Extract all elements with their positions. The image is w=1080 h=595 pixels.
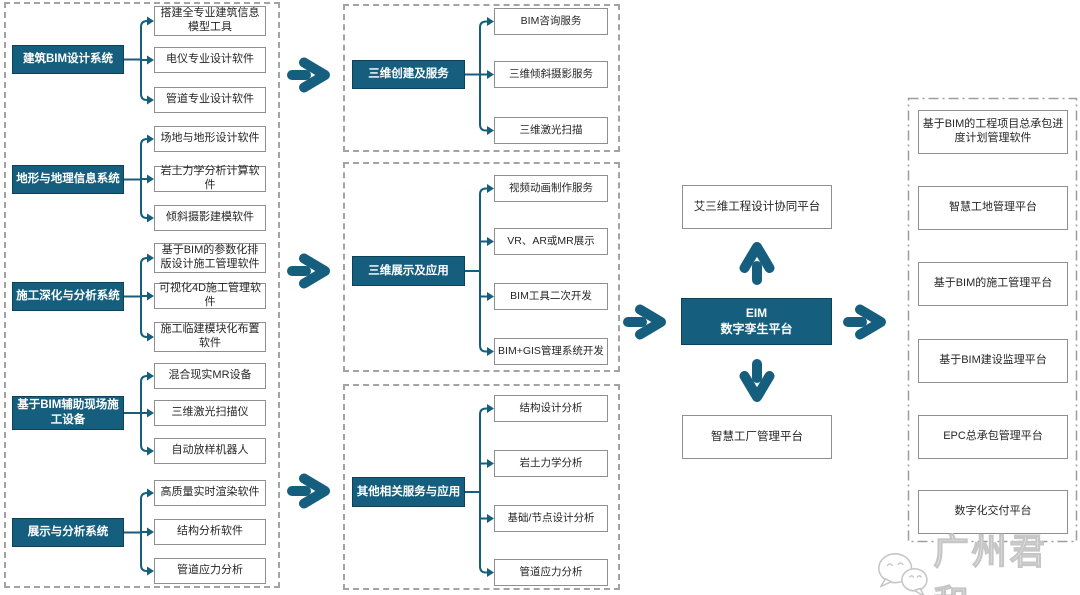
middle-panel-1-border: [343, 4, 620, 152]
left-group-3-item: 可视化4D施工管理软件: [154, 282, 266, 309]
left-group-label-2: 地形与地理信息系统: [12, 165, 124, 194]
eim-title-line2: 数字孪生平台: [720, 321, 793, 336]
eim-digital-twin-platform-box: EIM 数字孪生平台: [681, 298, 832, 345]
left-group-5-item: 管道应力分析: [154, 558, 266, 584]
left-group-5-item: 高质量实时渲染软件: [154, 480, 266, 506]
middle-panel-1-item: 三维激光扫描: [494, 117, 608, 144]
middle-panel-2-label: 三维展示及应用: [352, 256, 465, 286]
left-group-2-item: 岩土力学分析计算软件: [154, 165, 266, 192]
right-platform-item: EPC总承包管理平台: [918, 415, 1068, 459]
middle-panel-1-item: 三维倾斜摄影服务: [494, 61, 608, 88]
flow-arrow-right: [287, 253, 330, 289]
middle-panel-1-item: BIM咨询服务: [494, 8, 608, 35]
flow-arrow-right: [623, 304, 666, 340]
left-group-1-item: 电仪专业设计软件: [154, 47, 266, 73]
left-group-2-item: 倾斜摄影建模软件: [154, 205, 266, 231]
flow-arrow-right: [287, 473, 330, 509]
middle-panel-3-label: 其他相关服务与应用: [352, 477, 465, 507]
middle-panel-3-item: 结构设计分析: [494, 395, 608, 422]
left-group-1-item: 管道专业设计软件: [154, 87, 266, 113]
right-platform-item: 智慧工地管理平台: [918, 186, 1068, 230]
middle-panel-2-item: VR、AR或MR展示: [494, 228, 608, 255]
left-group-4-item: 自动放样机器人: [154, 438, 266, 464]
left-group-4-item: 混合现实MR设备: [154, 363, 266, 389]
left-group-2-item: 场地与地形设计软件: [154, 126, 266, 152]
watermark: 广州君和: [874, 524, 1080, 595]
wechat-icon: [878, 553, 928, 595]
right-platform-item: 基于BIM的施工管理平台: [918, 262, 1068, 306]
middle-panel-1-label: 三维创建及服务: [352, 60, 465, 89]
left-group-5-item: 结构分析软件: [154, 519, 266, 545]
middle-panel-3-border: [343, 384, 620, 590]
platform-box-smart-factory: 智慧工厂管理平台: [682, 415, 832, 459]
middle-panel-2-border: [343, 162, 620, 372]
left-group-label-5: 展示与分析系统: [12, 518, 124, 547]
middle-panel-2-item: BIM工具二次开发: [494, 283, 608, 310]
left-group-label-3: 施工深化与分析系统: [12, 282, 124, 311]
left-group-label-4: 基于BIM辅助现场施工设备: [12, 396, 124, 430]
left-group-3-item: 施工临建模块化布置软件: [154, 322, 266, 352]
middle-panel-2-item: 视频动画制作服务: [494, 175, 608, 202]
flow-arrow-up: [739, 242, 775, 285]
left-group-label-1: 建筑BIM设计系统: [12, 45, 124, 74]
left-group-1-item: 搭建全专业建筑信息模型工具: [154, 6, 266, 36]
flow-arrow-down: [739, 359, 775, 402]
right-panel-border: [907, 97, 1078, 543]
middle-panel-2-item: BIM+GIS管理系统开发: [494, 338, 608, 365]
eim-title-line1: EIM: [745, 305, 768, 320]
right-platform-item: 基于BIM建设监理平台: [918, 339, 1068, 383]
watermark-text: 广州君和: [933, 532, 1048, 595]
platform-box-design-collaboration: 艾三维工程设计协同平台: [682, 185, 832, 229]
left-group-4-item: 三维激光扫描仪: [154, 400, 266, 426]
left-panel-border: [4, 2, 280, 588]
flow-arrow-right: [843, 304, 886, 340]
middle-panel-3-item: 管道应力分析: [494, 559, 608, 586]
left-group-3-item: 基于BIM的参数化排版设计施工管理软件: [154, 243, 266, 273]
middle-panel-3-item: 岩土力学分析: [494, 450, 608, 477]
flow-arrow-right: [287, 57, 330, 93]
right-platform-item: 基于BIM的工程项目总承包进度计划管理软件: [918, 110, 1068, 154]
middle-panel-3-item: 基础/节点设计分析: [494, 505, 608, 532]
